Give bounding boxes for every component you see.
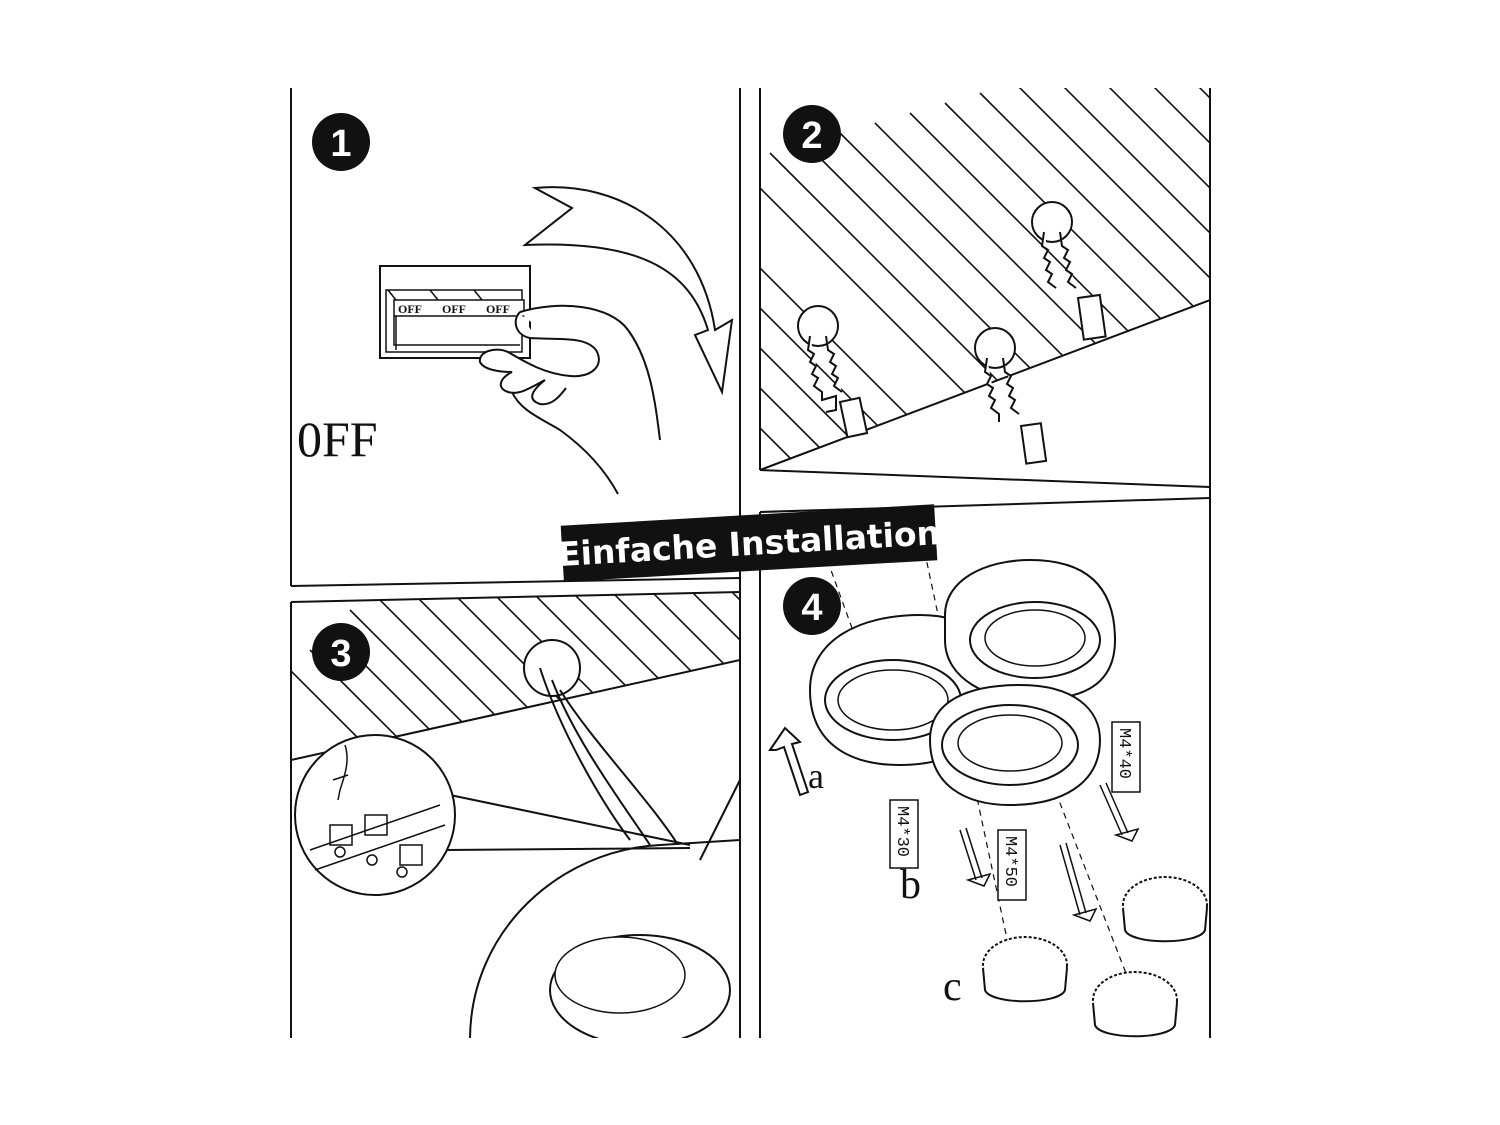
svg-text:M4*50: M4*50 [1000, 836, 1019, 887]
switch-label-2: OFF [442, 302, 466, 316]
step-3-badge [312, 623, 370, 681]
screw-tag-m4-50: M4*50 [997, 829, 1027, 901]
panel-1: 1 OFF OFF OFF 0FF [297, 113, 734, 495]
panel-2: 2 [760, 88, 1210, 471]
lamp-heads [808, 558, 1117, 807]
step-2-number: 2 [801, 115, 822, 157]
panel-frames [290, 88, 1211, 1038]
svg-text:M4*30: M4*30 [892, 806, 911, 857]
switch-label-1: OFF [398, 302, 422, 316]
step-1-number: 1 [330, 123, 351, 165]
screw-tag-m4-30: M4*30 [889, 799, 919, 869]
terminal-block [309, 744, 446, 878]
cover-caps [982, 876, 1208, 1038]
part-label-c: c [943, 964, 962, 1010]
step-4-badge [783, 577, 841, 635]
part-label-a: a [808, 756, 824, 796]
curved-arrow-icon [521, 186, 734, 396]
step-1-label: 0FF [297, 411, 378, 467]
wall-anchors [797, 201, 1107, 465]
switch-label-3: OFF [486, 302, 510, 316]
step-1-badge [312, 113, 370, 171]
switch-panel [379, 265, 531, 359]
step-4-number: 4 [801, 587, 822, 629]
svg-text:M4*40: M4*40 [1114, 728, 1133, 779]
panel-4: a b c M4*30 M4*50 M4*40 [768, 529, 1208, 1038]
screws [959, 782, 1140, 922]
step-3-number: 3 [330, 633, 351, 675]
title-banner: Einfache Installation [557, 504, 941, 582]
step-2-badge [783, 105, 841, 163]
screw-tag-m4-40: M4*40 [1111, 721, 1141, 793]
hand-icon [478, 304, 661, 495]
part-label-b: b [900, 862, 921, 908]
